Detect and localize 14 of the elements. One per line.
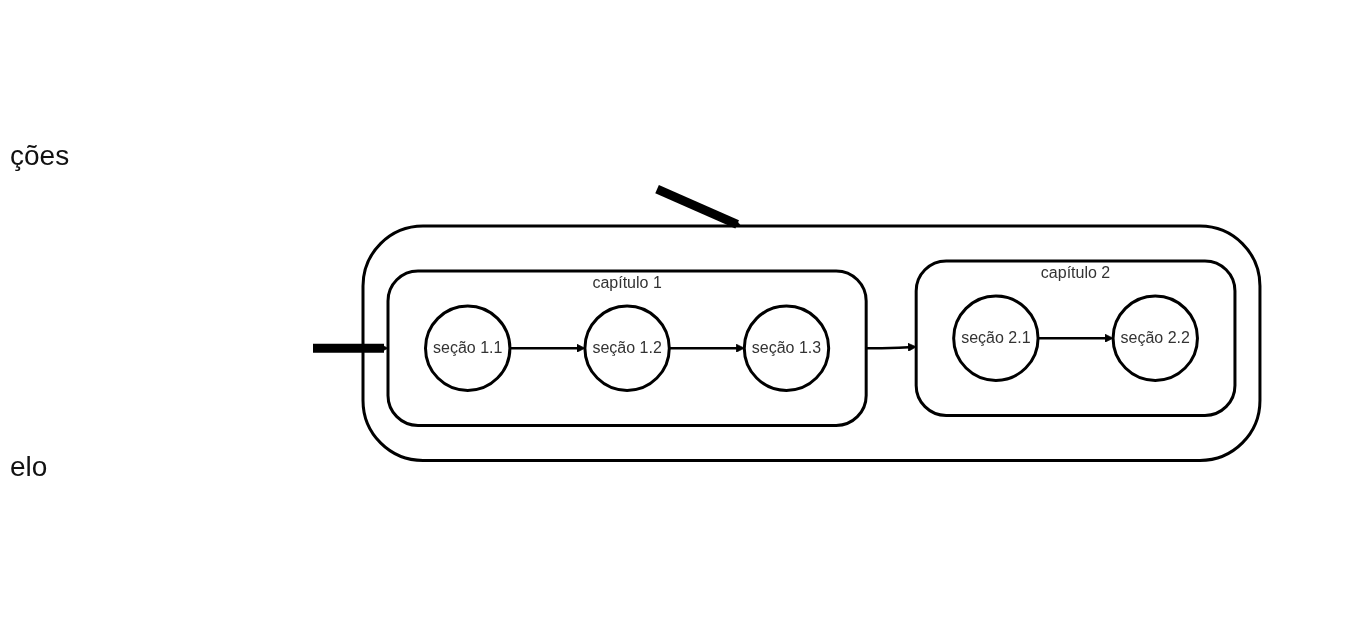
node-circle: seção 2.1 — [952, 294, 1040, 383]
note-text: ções — [10, 139, 71, 172]
arrow — [866, 343, 917, 352]
arrow — [509, 344, 586, 353]
arrow — [669, 344, 745, 353]
block-arrow — [312, 344, 389, 353]
cluster — [361, 224, 1262, 463]
arrow — [1038, 334, 1114, 343]
node-circle: seção 1.3 — [742, 304, 831, 393]
node-circle: seção 2.2 — [1111, 294, 1199, 383]
note-text: elo — [10, 450, 49, 483]
block-arrow — [655, 185, 742, 229]
node-circle: seção 1.1 — [424, 304, 512, 393]
node-circle: seção 1.2 — [583, 304, 671, 393]
